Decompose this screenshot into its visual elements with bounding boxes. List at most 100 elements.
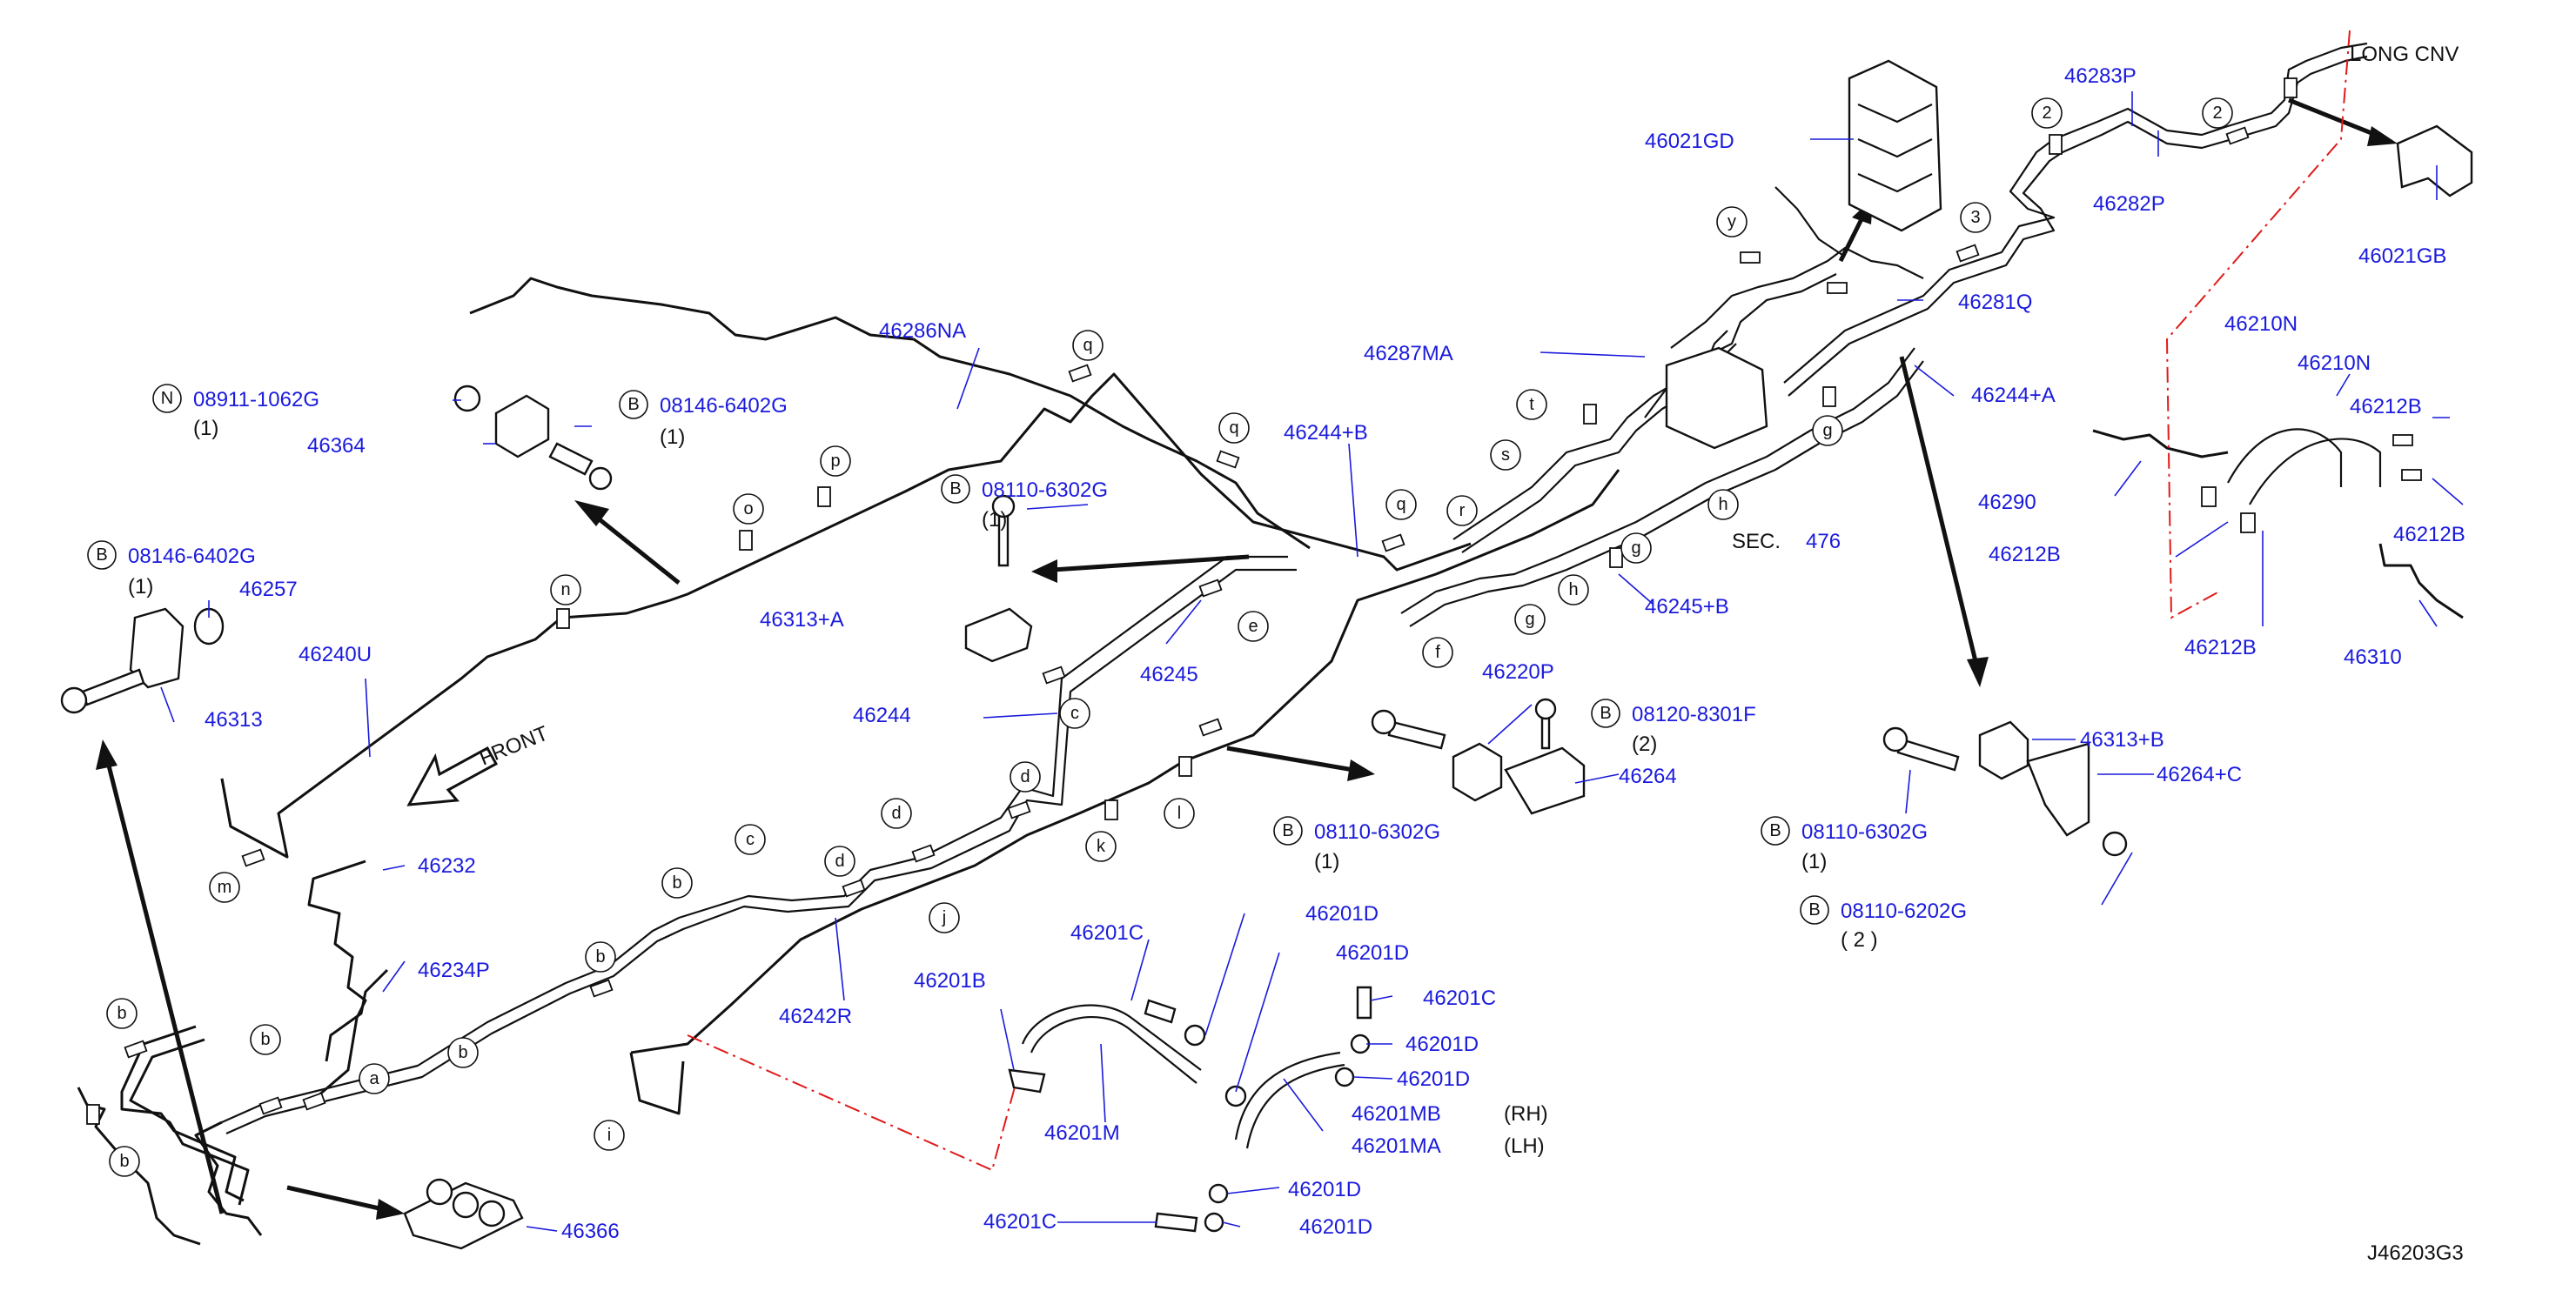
callout-circle-b — [585, 941, 616, 973]
arrow-to-46313 — [106, 765, 225, 1214]
callout-letter-q: q — [1083, 336, 1092, 355]
fastener-labels: N 08911-1062G (1) B 08146-6402G (1) B 08… — [87, 384, 1967, 952]
label-46286na: 46286NA — [879, 319, 966, 343]
arrow-to-46313b — [1899, 356, 1978, 662]
components — [60, 59, 2473, 1250]
label-46212b-4: 46212B — [2184, 636, 2257, 659]
fastener-qty: ( 2 ) — [1841, 928, 1878, 952]
label-46282p: 46282P — [2093, 192, 2165, 216]
bolt-head-46313 — [60, 686, 88, 714]
fastener-code: 08110-6302G — [982, 478, 1108, 502]
callout-circle-b — [447, 1037, 479, 1068]
callout-letter-t: t — [1529, 395, 1534, 414]
pipe-left-block — [1670, 246, 1924, 349]
bolt-46313 — [81, 668, 145, 706]
label-46313: 46313 — [205, 708, 263, 732]
fastener-code: 08110-6202G — [1841, 900, 1967, 923]
fastener-prefix-circle — [87, 540, 117, 570]
arrowhead — [1967, 657, 1989, 687]
hose-46201mb — [1234, 1051, 1341, 1140]
nut-46364 — [453, 385, 481, 412]
bolt-head-08120 — [1534, 698, 1557, 720]
washer-46201d — [1334, 1067, 1355, 1087]
callout-letter-n: n — [560, 580, 570, 599]
callout-circle-l — [1164, 798, 1195, 829]
callout-letter-g: g — [1822, 421, 1832, 440]
callout-letter-h: h — [1568, 580, 1578, 599]
callout-number-2: 2 — [2212, 104, 2222, 123]
label-sec-476: 476 — [1806, 530, 1841, 553]
label-46366: 46366 — [561, 1220, 620, 1243]
callout-circle-m — [209, 872, 240, 903]
hose-46201m-2 — [1030, 1016, 1197, 1084]
fastener-qty: (1) — [128, 575, 153, 599]
callout-letter-h: h — [1718, 495, 1727, 514]
bracket-46364 — [494, 394, 550, 458]
fastener-prefix-circle — [1591, 699, 1620, 728]
label-46201b: 46201B — [914, 969, 986, 993]
callout-circle-n — [550, 574, 581, 605]
grommet-46366-boss — [426, 1178, 453, 1206]
arrowhead — [1031, 559, 1057, 583]
label-46281q: 46281Q — [1958, 291, 2032, 314]
label-46234p: 46234P — [418, 959, 490, 982]
label-46245: 46245 — [1140, 663, 1198, 686]
pipe-y — [1774, 186, 1846, 258]
arrow-to-46313a — [1052, 554, 1250, 572]
label-46264c: 46264+C — [2157, 763, 2242, 786]
pipe-46290 — [2092, 429, 2229, 458]
fastener-code: 08120-8301F — [1632, 703, 1756, 726]
callout-letter-c: c — [746, 830, 755, 849]
label-46201d-3: 46201D — [1405, 1033, 1479, 1056]
callout-circle-b — [661, 867, 693, 899]
bolt-46201c-top — [1144, 999, 1177, 1024]
callout-letter-d: d — [835, 852, 844, 871]
fastener-prefix-circle — [1800, 895, 1829, 925]
callout-letter-p: p — [830, 452, 840, 471]
clip-46021gd — [1848, 59, 1942, 232]
brake-pipes — [77, 42, 2464, 1246]
callout-circle-d — [1010, 761, 1041, 793]
pipe-46240u — [220, 372, 1472, 859]
hose-46210n — [2227, 428, 2343, 487]
arrowhead — [2367, 126, 2398, 146]
pipe-46242r-end — [629, 1052, 685, 1115]
pipe-46245 — [225, 568, 1297, 1135]
callout-circle-h — [1558, 574, 1589, 605]
fastener-code: 08146-6402G — [660, 394, 788, 418]
callout-letter-m: m — [218, 878, 232, 897]
callout-circle-o — [733, 493, 764, 525]
label-46201ma: 46201MA — [1352, 1134, 1441, 1158]
label-46201d-2: 46201D — [1336, 941, 1409, 965]
arrow-to-46021gd — [1838, 216, 1865, 263]
grommet-46366-boss — [452, 1191, 480, 1219]
callout-circle-q — [1072, 330, 1104, 361]
pipe-46286na — [469, 277, 1311, 550]
callout-letter-b: b — [458, 1043, 467, 1062]
callout-circle-h — [1707, 489, 1739, 520]
fastener-qty: (2) — [1632, 732, 1657, 756]
hose-46201mb-2 — [1245, 1063, 1345, 1149]
bolt-08110-46220p — [1387, 720, 1446, 750]
callout-circle-r — [1446, 495, 1478, 526]
fastener-code: 08146-6402G — [128, 545, 256, 568]
callout-letter-g: g — [1525, 610, 1534, 629]
clamp-46313 — [129, 607, 184, 689]
label-46310: 46310 — [2344, 646, 2402, 669]
label-46313a: 46313+A — [760, 608, 844, 632]
callout-letter-i: i — [607, 1126, 611, 1145]
callout-number-circle — [2202, 97, 2233, 129]
callout-letter-d: d — [891, 804, 901, 823]
callout-circle-d — [824, 846, 855, 877]
callout-letter-d: d — [1020, 767, 1030, 786]
callout-circle-f — [1422, 637, 1453, 668]
callout-circle-y — [1716, 206, 1748, 237]
pipe-46310 — [2378, 543, 2464, 619]
fastener-prefix: B — [1769, 821, 1781, 840]
callout-circle-b — [109, 1146, 140, 1177]
fastener-code: 08911-1062G — [193, 388, 319, 411]
fastener-code: 08110-6302G — [1801, 820, 1928, 844]
label-46021gd: 46021GD — [1645, 130, 1734, 153]
